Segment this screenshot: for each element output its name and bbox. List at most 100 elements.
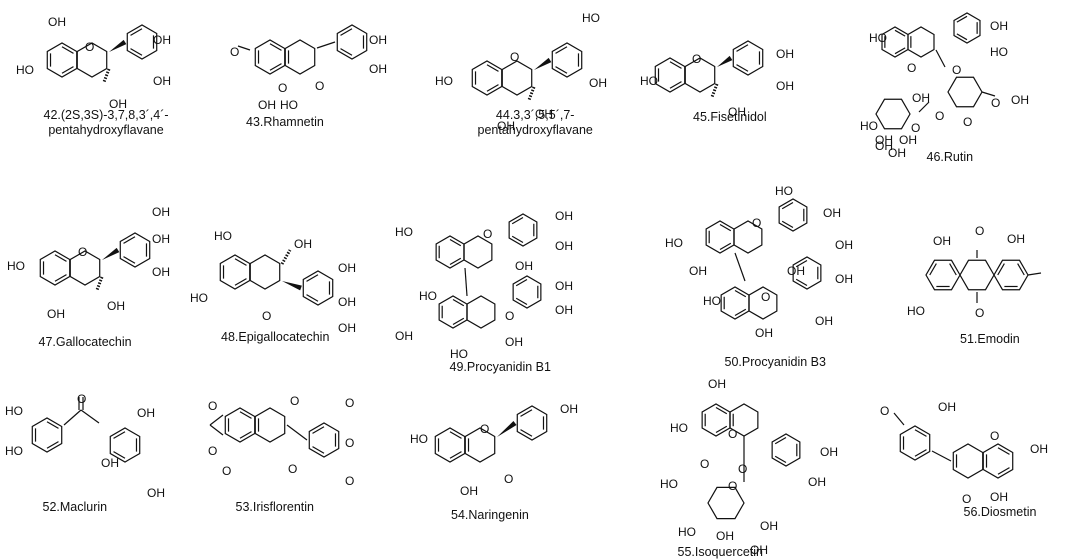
double-bond <box>736 64 749 72</box>
atom-label: OH <box>689 264 707 278</box>
compound-label: 42.(2S,3S)-3,7,8,3´,4´-pentahydroxyflava… <box>44 108 169 138</box>
atom-label: OH <box>369 62 387 76</box>
atom-label: O <box>77 392 86 406</box>
ring-bond <box>501 60 533 96</box>
compound-label-line: 46.Rutin <box>926 150 974 164</box>
ring-bond <box>952 443 984 479</box>
double-bond <box>736 44 749 52</box>
atom-label: HO <box>703 294 721 308</box>
double-bond <box>997 447 1010 455</box>
hash-bond <box>95 276 104 291</box>
atom-label: OH <box>369 33 387 47</box>
bond <box>734 252 746 282</box>
double-bond <box>486 84 499 92</box>
compound-label: 48.Epigallocatechin <box>221 330 329 345</box>
atom-label: HO <box>775 184 793 198</box>
atom-label: O <box>278 81 287 95</box>
ring-bond <box>126 24 158 60</box>
atom-label: HO <box>395 225 413 239</box>
compound-label-line: 55.Isoquercetin <box>677 545 763 559</box>
ring-bond <box>76 42 108 78</box>
double-bond <box>269 43 282 51</box>
ring-bond <box>219 254 251 290</box>
double-bond <box>914 449 927 457</box>
double-bond <box>306 294 319 302</box>
atom-label: HO <box>678 525 696 539</box>
ring-bond <box>947 76 983 108</box>
compound-label-line: 50.Procyanidin B3 <box>724 355 826 369</box>
atom-label: OH <box>820 445 838 459</box>
double-bond <box>234 258 247 266</box>
compound-label-line: pentahydroxyflavane <box>48 123 164 137</box>
double-bond <box>123 236 136 244</box>
atom-label: HO <box>435 74 453 88</box>
double-bond <box>46 421 59 429</box>
atom-label: OH <box>835 272 853 286</box>
atom-label: O <box>963 115 972 129</box>
atom-label: HO <box>5 444 23 458</box>
bond <box>316 41 336 49</box>
atom-label: HO <box>280 98 298 112</box>
bond <box>209 414 224 426</box>
double-bond <box>555 66 568 74</box>
bond <box>464 267 468 297</box>
compound-label-line: 49.Procyanidin B1 <box>449 360 551 374</box>
ring-bond <box>284 39 316 75</box>
wedge-bond <box>497 421 517 437</box>
atom-label: O <box>290 394 299 408</box>
atom-label: OH <box>555 209 573 223</box>
double-bond <box>449 451 462 459</box>
atom-label: OH <box>776 79 794 93</box>
compound-label: 49.Procyanidin B1 <box>450 360 551 375</box>
double-bond <box>452 317 465 325</box>
atom-label: O <box>880 404 889 418</box>
ring-bond <box>875 98 911 130</box>
atom-label: HO <box>907 304 925 318</box>
hash-bond <box>710 83 719 98</box>
bond <box>918 101 930 113</box>
atom-label: OH <box>835 238 853 252</box>
atom-label: OH <box>716 529 734 543</box>
compound-label-line: 53.Irisflorentin <box>235 500 315 514</box>
atom-label: OH <box>823 206 841 220</box>
atom-label: O <box>991 96 1000 110</box>
double-bond <box>269 63 282 71</box>
atom-label: O <box>345 436 354 450</box>
ring-bond <box>464 427 496 463</box>
compound-label: 50.Procyanidin B3 <box>725 355 826 370</box>
compound-label: 51.Emodin <box>960 332 1020 347</box>
wedge-bond <box>102 247 120 260</box>
atom-label: OH <box>47 307 65 321</box>
hash-bond <box>527 86 536 101</box>
atom-label: OH <box>755 326 773 340</box>
double-bond <box>449 239 462 247</box>
double-bond <box>130 48 143 56</box>
hash-bond <box>102 68 111 83</box>
atom-label: O <box>692 52 701 66</box>
ring-bond <box>551 42 583 78</box>
double-bond <box>54 274 67 282</box>
atom-label: O <box>728 427 737 441</box>
atom-label: OH <box>990 19 1008 33</box>
ring-bond <box>771 433 801 467</box>
atom-label: OH <box>152 232 170 246</box>
compound-label-line: 52.Maclurin <box>42 500 108 514</box>
compound-label-line: 47.Gallocatechin <box>38 335 132 349</box>
ring-bond <box>959 259 995 291</box>
compound-label: 55.Isoquercetin <box>678 545 763 560</box>
bond <box>80 409 100 424</box>
atom-label: HO <box>16 63 34 77</box>
atom-label: O <box>208 399 217 413</box>
double-bond <box>452 299 465 307</box>
double-bond <box>894 29 906 37</box>
atom-label: OH <box>875 133 893 147</box>
atom-label: O <box>975 224 984 238</box>
atom-label: OH <box>787 264 805 278</box>
ring-bond <box>508 213 538 247</box>
atom-label: OH <box>875 139 893 153</box>
